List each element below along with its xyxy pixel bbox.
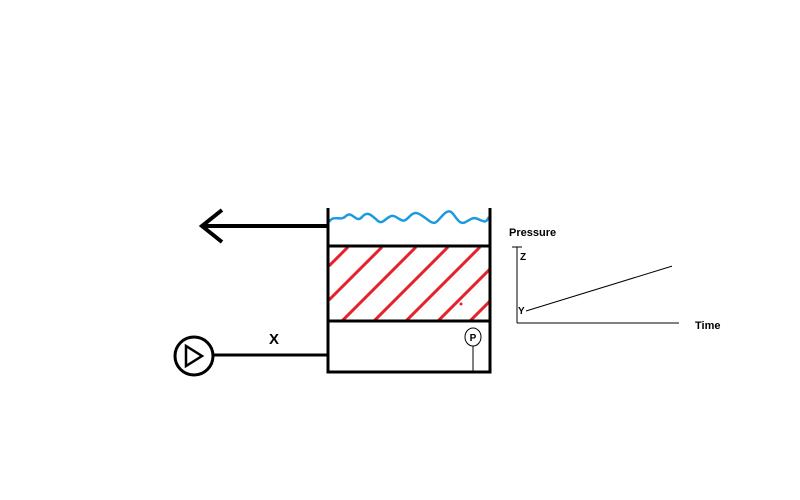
hatch-dot: [459, 302, 463, 306]
pressure-gauge-icon: [464, 327, 482, 372]
pressure-chart: Pressure Time Z Y: [509, 227, 720, 332]
pipe-label: X: [269, 331, 279, 348]
y-axis-label: Pressure: [509, 227, 556, 239]
water-surface: [327, 210, 491, 225]
filter-media-bed: [329, 247, 489, 320]
vessel-outline: [326, 208, 492, 374]
y-tick-label-low: Y: [518, 306, 525, 317]
gauge-label: P: [470, 333, 477, 344]
left-arrow-icon: [198, 208, 327, 244]
x-axis-label: Time: [695, 320, 720, 332]
pressure-series-line: [525, 265, 673, 312]
y-tick-label-high: Z: [520, 252, 526, 263]
pump-icon: [173, 335, 215, 377]
